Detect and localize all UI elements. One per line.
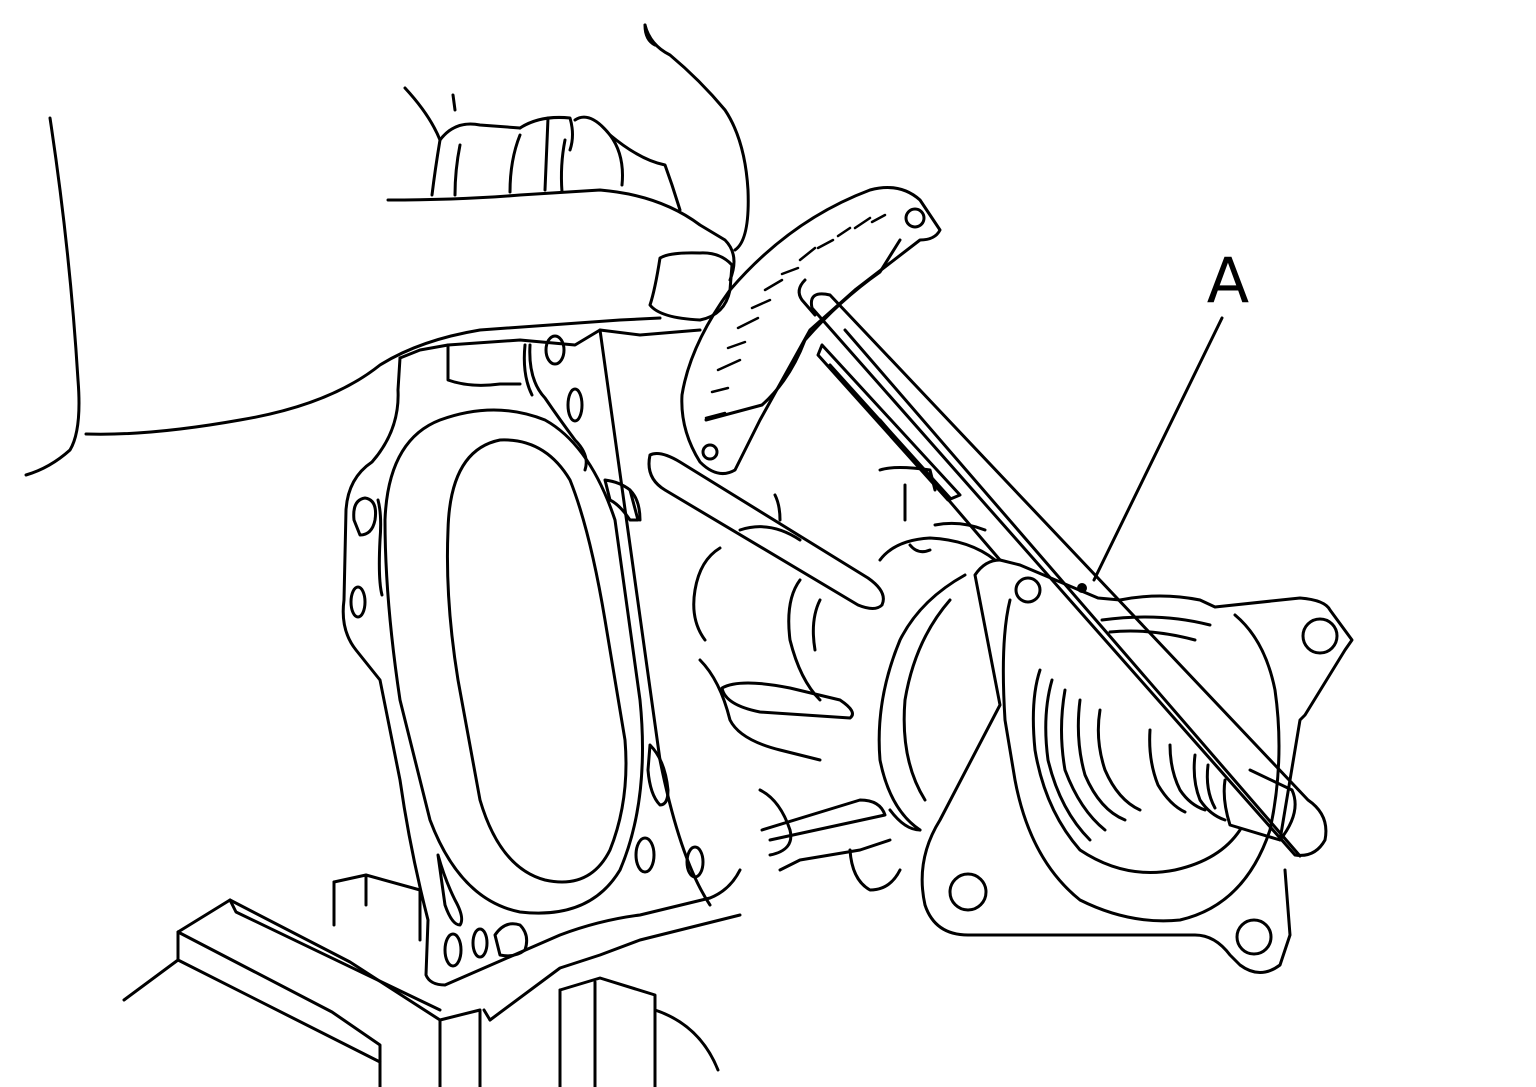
housing-interior — [647, 452, 997, 892]
hub-flange — [877, 558, 1354, 974]
hand — [24, 23, 750, 477]
straight-edge — [809, 292, 1328, 858]
callout-a-label: A — [1207, 244, 1249, 317]
cylinder-block-flange — [341, 328, 742, 1022]
bench-blocks — [122, 873, 720, 1087]
callout-a-leader-line — [1092, 316, 1224, 582]
protractor-gauge — [680, 186, 942, 476]
callout-a-dot — [1077, 583, 1087, 593]
callout-a: A — [1092, 244, 1249, 582]
